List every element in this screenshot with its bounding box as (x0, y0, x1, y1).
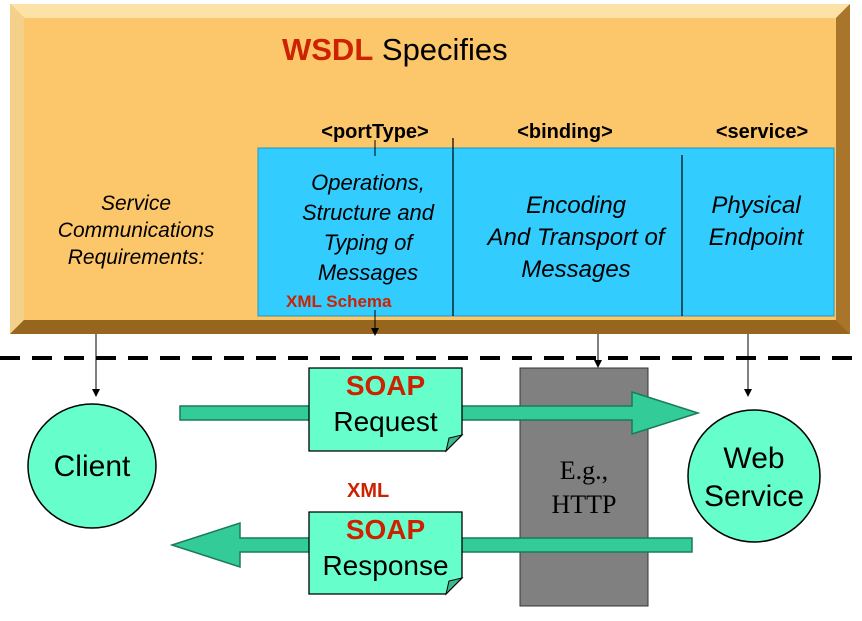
web-service-line-1: Web (723, 442, 785, 475)
soap-request-note (308, 367, 464, 453)
client-label: Client (53, 450, 131, 483)
soap-request-text: SOAP Request (309, 368, 462, 440)
client-node (27, 403, 157, 529)
binding-line-2: And Transport of (487, 224, 665, 251)
panel-title: WSDL Specifies (282, 32, 508, 68)
porttype-line-4: Messages (317, 260, 419, 285)
soap-response-text: SOAP Response (309, 512, 462, 584)
binding-line-1: Encoding (525, 192, 627, 219)
request-keyword: SOAP (345, 370, 426, 401)
requirements-line-2: Communications (57, 219, 215, 242)
porttype-tag: <portType> (321, 121, 429, 143)
transport-text: E.g., HTTP (520, 454, 648, 522)
service-line-2: Endpoint (708, 224, 804, 251)
web-service-node (687, 409, 821, 543)
requirements-label: Service Communications Requirements: (36, 190, 236, 271)
response-label: Response (322, 550, 449, 581)
porttype-line-1: Operations, (311, 170, 425, 195)
service-description: Physical Endpoint (686, 190, 826, 254)
response-keyword: SOAP (345, 514, 426, 545)
porttype-line-3: Typing of (323, 230, 413, 255)
binding-tag: <binding> (517, 121, 613, 143)
xml-label: XML (347, 480, 390, 502)
xml-schema-note: XML Schema (286, 292, 392, 311)
porttype-description: Operations, Structure and Typing of Mess… (272, 168, 464, 288)
transport-line-1: E.g., (559, 456, 609, 485)
soap-response-note (308, 511, 464, 596)
cyan-definition-area (257, 147, 835, 317)
web-service-label: Web Service (688, 440, 820, 516)
service-tag: <service> (715, 121, 809, 143)
service-line-1: Physical (711, 192, 801, 219)
request-label: Request (333, 406, 438, 437)
porttype-line-2: Structure and (301, 200, 435, 225)
requirements-line-1: Service (100, 192, 172, 215)
title-rest: Specifies (381, 32, 508, 67)
web-service-line-2: Service (703, 480, 805, 513)
requirements-line-3: Requirements: (67, 246, 205, 269)
binding-description: Encoding And Transport of Messages (458, 190, 694, 286)
binding-line-3: Messages (521, 256, 631, 283)
title-keyword: WSDL (282, 32, 374, 67)
transport-line-2: HTTP (551, 490, 617, 519)
